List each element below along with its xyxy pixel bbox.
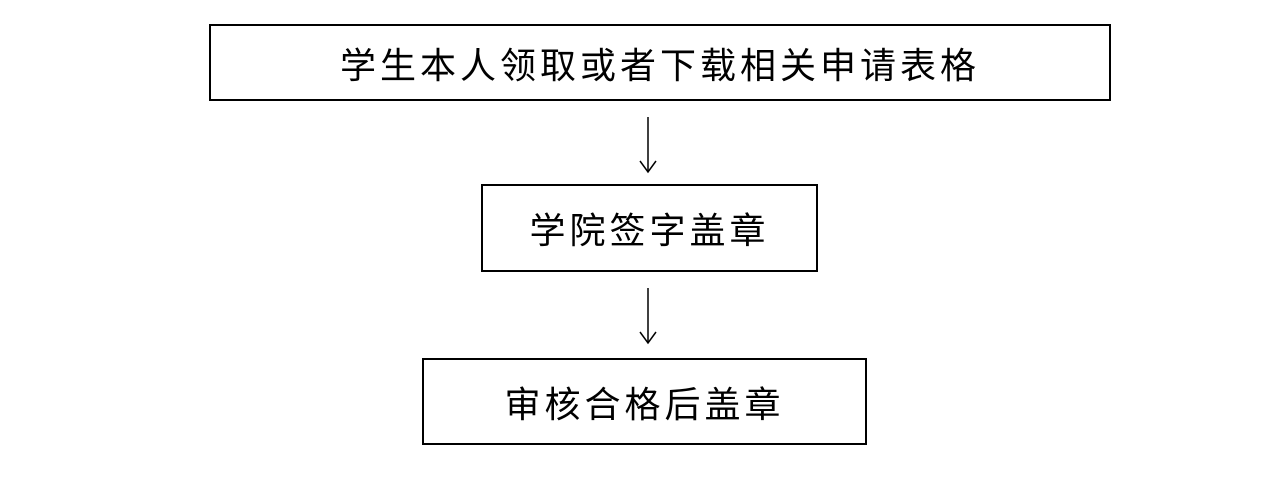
step-box-approval-stamp: 审核合格后盖章 (422, 358, 867, 445)
step-box-college-stamp: 学院签字盖章 (481, 184, 818, 272)
step-label-collect-form: 学生本人领取或者下载相关申请表格 (339, 45, 980, 87)
arrow-down-icon (639, 288, 657, 345)
step-label-college-stamp: 学院签字盖章 (529, 211, 770, 252)
step-label-approval-stamp: 审核合格后盖章 (504, 384, 785, 426)
arrow-down-icon (639, 117, 657, 174)
step-box-collect-form: 学生本人领取或者下载相关申请表格 (209, 24, 1111, 101)
